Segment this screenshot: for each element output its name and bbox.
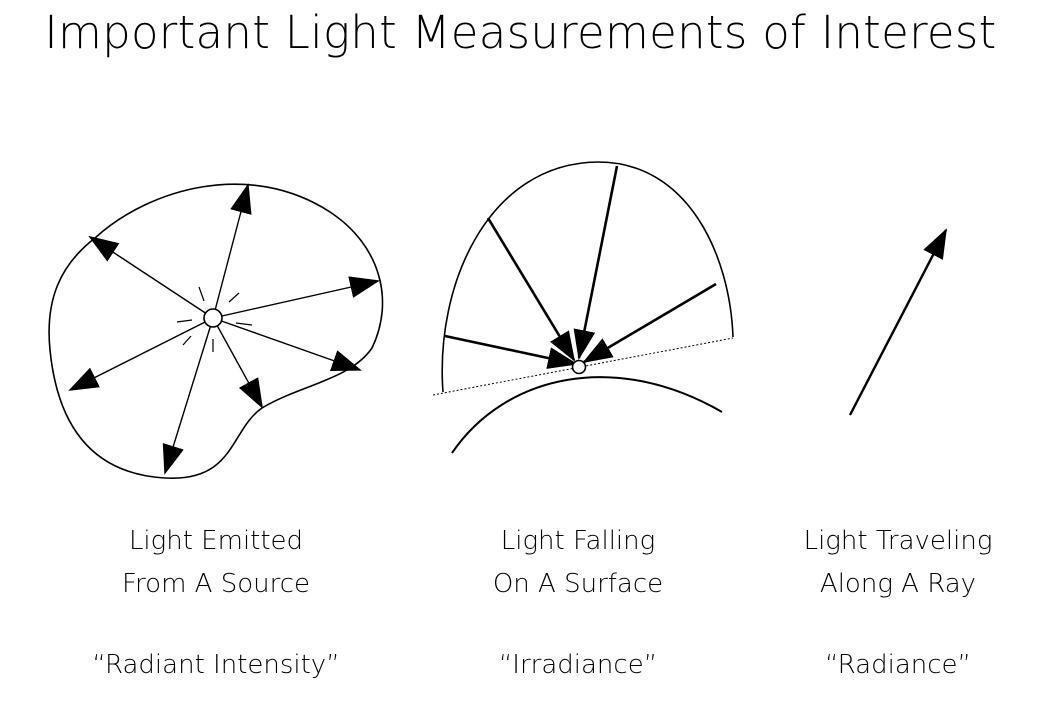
caption-line-2: Along A Ray <box>819 569 977 599</box>
caption-radiant-intensity: Light Emitted From A Source “Radiant Int… <box>56 520 376 687</box>
incident-ray-4 <box>582 282 717 364</box>
incident-rays <box>444 165 717 369</box>
ray-down-right <box>212 317 263 409</box>
irradiance-figure <box>432 161 734 454</box>
caption-line-2: On A Surface <box>492 569 664 599</box>
radiance-figure <box>848 228 948 416</box>
caption-irradiance: Light Falling On A Surface “Irradiance” <box>418 520 738 687</box>
incident-ray-2 <box>486 217 576 362</box>
ray-up <box>212 183 252 319</box>
incident-ray-3 <box>573 165 619 360</box>
ray-right <box>212 317 362 372</box>
source-blob-outline <box>48 183 384 479</box>
ray-down-left <box>162 317 214 475</box>
emission-rays <box>68 183 380 475</box>
incident-ray-1 <box>444 334 578 369</box>
glow-ticks <box>176 286 253 352</box>
single-ray <box>848 228 948 416</box>
surface-point <box>571 359 587 375</box>
incident-hemisphere-outline <box>441 161 734 393</box>
caption-term: “Radiance” <box>825 650 971 680</box>
caption-term: “Irradiance” <box>498 650 658 680</box>
caption-radiance: Light Traveling Along A Ray “Radiance” <box>738 520 1041 687</box>
caption-term: “Radiant Intensity” <box>92 650 340 680</box>
ray-upper-right <box>212 276 380 319</box>
caption-line-1: Light Emitted <box>128 526 304 556</box>
caption-line-1: Light Falling <box>500 526 656 556</box>
ray-upper-left <box>88 235 214 319</box>
caption-line-2: From A Source <box>121 569 311 599</box>
surface-curve <box>451 376 723 454</box>
radiant-intensity-figure <box>48 183 384 479</box>
ray-left <box>68 317 214 391</box>
page-title: Important Light Measurements of Interest <box>44 6 997 59</box>
point-source <box>203 308 223 328</box>
caption-line-1: Light Traveling <box>803 526 993 556</box>
